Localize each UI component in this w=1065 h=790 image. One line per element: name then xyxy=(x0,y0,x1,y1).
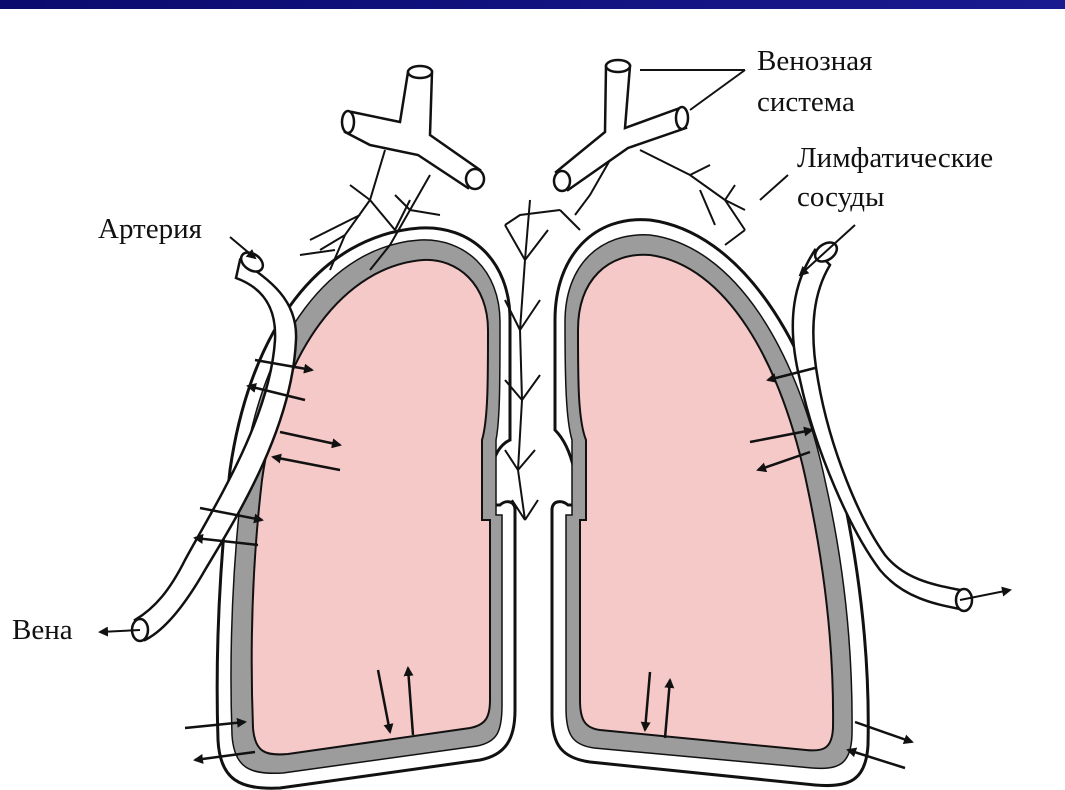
venous-system-left xyxy=(342,66,484,189)
label-lymphatic-vessels-line2: сосуды xyxy=(797,180,885,214)
left-lung xyxy=(217,228,515,788)
venous-system-right xyxy=(554,60,688,191)
right-lung xyxy=(552,220,868,786)
label-vein: Вена xyxy=(12,613,73,647)
label-venous-system-line1: Венозная xyxy=(757,44,872,78)
label-lymphatic-vessels-line1: Лимфатические xyxy=(797,141,993,175)
label-artery: Артерия xyxy=(98,212,202,246)
label-venous-system-line2: система xyxy=(757,85,855,119)
